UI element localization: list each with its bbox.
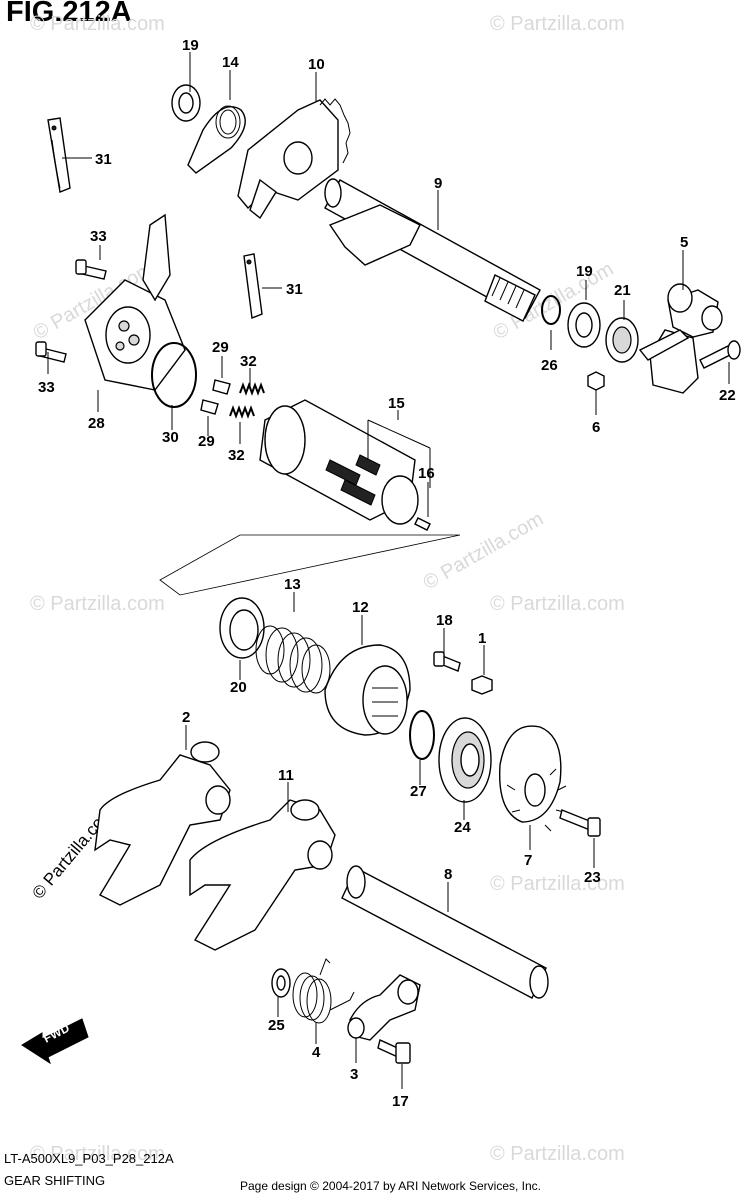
callout-12[interactable]: 12 [352,599,369,616]
part-2-shift-fork[interactable] [94,741,231,906]
callout-19[interactable]: 19 [182,37,199,54]
part-32-spring-lower[interactable] [229,405,255,419]
part-1-nut[interactable] [471,675,493,695]
callout-33[interactable]: 33 [90,228,107,245]
callout-30[interactable]: 30 [162,429,179,446]
part-7-gear[interactable] [498,725,567,833]
part-16-pin[interactable] [414,517,431,531]
part-33-bolt-bottom[interactable] [35,341,67,363]
watermark: © Partzilla.com [490,593,625,615]
callout-25[interactable]: 25 [268,1017,285,1034]
callout-31[interactable]: 31 [95,151,112,168]
callout-26[interactable]: 26 [541,357,558,374]
watermark: © Partzilla.com [30,13,165,35]
part-8-fork-shaft[interactable] [341,865,549,999]
part-32-spring-upper[interactable] [239,382,265,396]
part-31-clip[interactable] [47,117,71,193]
part-6-nut[interactable] [587,371,605,391]
part-14-spring[interactable] [187,105,246,174]
callout-6[interactable]: 6 [592,419,600,436]
part-3-stopper-arm[interactable] [347,974,421,1041]
callout-15[interactable]: 15 [388,395,405,412]
part-11-shift-fork[interactable] [189,799,336,951]
part-26-circlip[interactable] [541,295,561,325]
forward-arrow-icon: FWD [21,1018,89,1065]
part-19-washer-2[interactable] [567,302,601,348]
watermark: © Partzilla.com [490,13,625,35]
callout-16[interactable]: 16 [418,465,435,482]
callout-1[interactable]: 1 [478,630,486,647]
callout-5[interactable]: 5 [680,234,688,251]
callout-31[interactable]: 31 [286,281,303,298]
watermark: © Partzilla.com [490,873,625,895]
callout-29[interactable]: 29 [198,433,215,450]
callout-20[interactable]: 20 [230,679,247,696]
callout-10[interactable]: 10 [308,56,325,73]
part-10-shift-arm[interactable] [237,98,351,220]
callout-13[interactable]: 13 [284,576,301,593]
part-28-shift-cam-cover[interactable] [84,213,186,391]
part-13-spring[interactable] [255,625,331,694]
callout-9[interactable]: 9 [434,175,442,192]
part-5-shift-lever[interactable] [638,283,723,394]
bracket-15 [159,419,461,596]
callout-4[interactable]: 4 [312,1044,321,1061]
part-9-gearshift-shaft[interactable] [324,178,541,322]
part-23-bolt[interactable] [559,809,601,837]
callout-28[interactable]: 28 [88,415,105,432]
part-12-cam-stopper[interactable] [324,644,411,736]
callout-32[interactable]: 32 [240,353,257,370]
part-15-gearshift-cam[interactable] [259,399,419,525]
part-22-bolt[interactable] [699,340,741,369]
part-19-washer[interactable] [171,84,201,122]
part-25-washer[interactable] [271,968,291,998]
diagram-code: LT-A500XL9_P03_P28_212A [4,1151,174,1166]
callout-22[interactable]: 22 [719,387,736,404]
copyright-notice: Page design © 2004-2017 by ARI Network S… [240,1179,542,1193]
callout-29[interactable]: 29 [212,339,229,356]
watermark: © Partzilla.com [420,508,548,594]
part-33-bolt-top[interactable] [75,259,107,280]
callout-32[interactable]: 32 [228,447,245,464]
part-31-clip-2[interactable] [243,253,263,319]
part-29-pin-upper[interactable] [212,379,231,395]
part-4-spring[interactable] [292,958,355,1024]
part-24-bearing[interactable] [438,717,492,803]
callout-8[interactable]: 8 [444,866,452,883]
callout-labels: 19 14 10 31 9 33 5 19 31 21 29 26 32 33 … [38,37,736,1110]
part-17-bolt[interactable] [377,1039,411,1064]
callout-11[interactable]: 11 [278,767,294,784]
callout-14[interactable]: 14 [222,54,239,71]
callout-2[interactable]: 2 [182,709,190,726]
callout-27[interactable]: 27 [410,783,427,800]
part-29-pin-lower[interactable] [200,399,219,415]
callout-24[interactable]: 24 [454,819,471,836]
diagram-name: GEAR SHIFTING [4,1173,106,1188]
callout-19[interactable]: 19 [576,263,593,280]
watermark: © Partzilla.com [490,1143,625,1165]
callout-23[interactable]: 23 [584,869,601,886]
part-21-oil-seal[interactable] [605,317,639,363]
callout-33[interactable]: 33 [38,379,55,396]
figure-title: FIG.212A [6,0,132,28]
callout-18[interactable]: 18 [436,612,453,629]
part-18-bolt[interactable] [433,651,461,672]
callout-17[interactable]: 17 [392,1093,409,1110]
callout-21[interactable]: 21 [614,282,631,299]
callout-7[interactable]: 7 [524,852,532,869]
leader-lines [47,52,730,1089]
watermark: © Partzilla.com [30,593,165,615]
watermark: © Partzilla.com [30,1143,165,1165]
part-20-washer[interactable] [219,597,265,659]
callout-3[interactable]: 3 [350,1066,358,1083]
part-27-circlip[interactable] [409,710,435,760]
part-30-o-ring[interactable] [151,342,197,408]
